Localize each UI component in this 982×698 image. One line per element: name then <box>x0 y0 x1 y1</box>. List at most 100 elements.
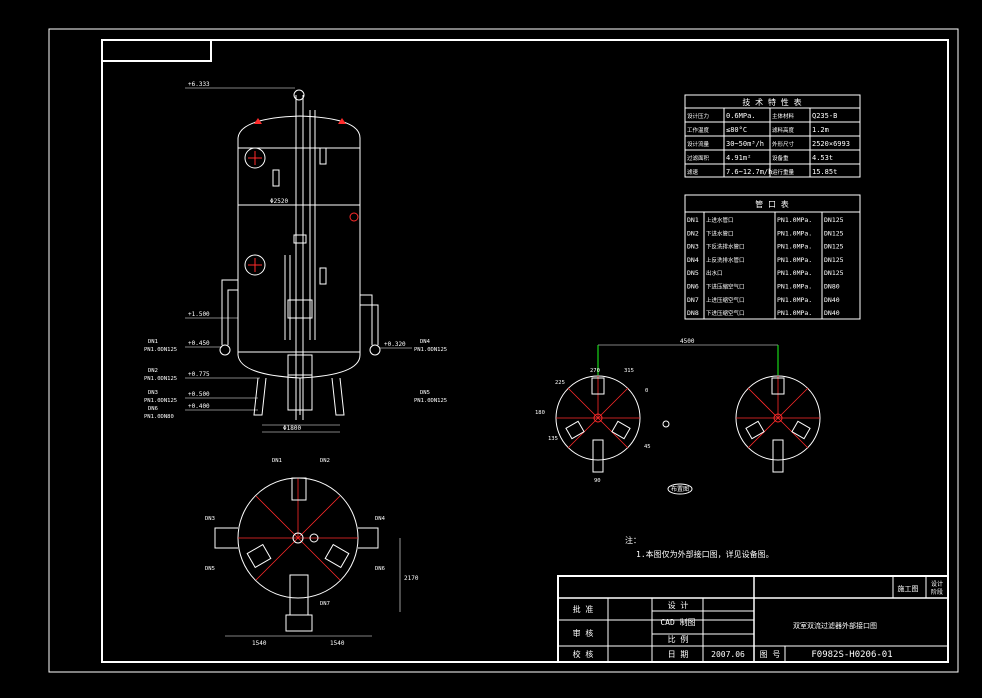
tech-table-label: 设计流量 <box>687 140 710 148</box>
tech-table-label: 外形尺寸 <box>772 140 795 148</box>
design-stage-label: 设计阶段 <box>931 580 943 596</box>
tech-table-value: 4.53t <box>812 154 833 162</box>
nozzle-table-cell: PN1.0MPa. <box>777 269 812 277</box>
plan-dim-right: 1540 <box>330 640 345 647</box>
nozzle-table-cell: DN40 <box>824 296 840 304</box>
review-label: 审 核 <box>573 628 594 638</box>
front-nozzle-label: DN1 <box>148 339 158 345</box>
nozzle-table-cell: 下反洗排水管口 <box>706 243 745 251</box>
elev-left-3: +0.775 <box>188 371 210 378</box>
elev-left-2: +0.450 <box>188 340 210 347</box>
nozzle-table-title: 管 口 表 <box>755 199 789 209</box>
angle-label: 135 <box>548 436 558 442</box>
plan-nozzle-label: DN5 <box>205 566 215 572</box>
base-dimension: Φ1800 <box>283 425 301 432</box>
tech-table-label: 主体材料 <box>772 112 795 120</box>
design-label: 设 计 <box>668 600 689 610</box>
title-block: 施工图 设计阶段 批 准 审 核 校 核 设 计 CAD 制图 比 例 日 期 … <box>557 575 949 663</box>
check-label: 校 核 <box>573 649 594 659</box>
tech-table-value: 4.91m² <box>726 154 751 162</box>
elev-left-1: +1.500 <box>188 311 210 318</box>
drawing-code-box <box>101 39 212 62</box>
stage-value: 施工图 <box>898 584 919 593</box>
elev-left-4: +0.500 <box>188 391 210 398</box>
plan-nozzle-label: DN3 <box>205 516 215 522</box>
tech-table-value: ≤80°C <box>726 126 747 134</box>
elev-left-5: +0.400 <box>188 403 210 410</box>
tech-table-label: 设备重 <box>772 154 789 162</box>
elev-right: +0.320 <box>384 341 406 348</box>
angle-label: 0 <box>645 388 648 394</box>
nozzle-table-cell: DN40 <box>824 309 840 317</box>
plan-nozzle-label: DN6 <box>375 566 385 572</box>
nozzle-table-cell: DN125 <box>824 229 844 237</box>
date-value: 2007.06 <box>711 650 745 659</box>
scale-label: 比 例 <box>668 634 689 644</box>
tech-table-value: 1.2m <box>812 126 829 134</box>
front-nozzle-spec: PN1.0DN125 <box>144 376 177 382</box>
layout-spacing: 4500 <box>680 338 695 345</box>
tech-table-value: 2520×6993 <box>812 140 850 148</box>
plan-view: 1540 1540 2170 DN1 DN2 DN3 DN4 DN5 DN6 D… <box>205 458 419 647</box>
tech-table-value: 30~50m³/h <box>726 140 764 148</box>
nozzle-table-cell: DN1 <box>687 216 699 224</box>
front-nozzle-spec: PN1.0DN125 <box>414 398 447 404</box>
nozzle-table-cell: PN1.0MPa. <box>777 229 812 237</box>
diameter-label: Φ2520 <box>270 198 288 205</box>
tech-table-value: 15.85t <box>812 168 837 176</box>
nozzle-table-cell: PN1.0MPa. <box>777 243 812 251</box>
nozzle-table-cell: 下进水管口 <box>706 229 734 237</box>
nozzle-table-cell: 上反洗排水管口 <box>706 256 745 264</box>
front-nozzle-spec: PN1.0DN125 <box>144 398 177 404</box>
tech-table-label: 工作温度 <box>687 126 710 134</box>
front-nozzle-spec: PN1.0DN125 <box>144 347 177 353</box>
front-nozzle-spec: PN1.0DN125 <box>414 347 447 353</box>
angle-label: 270 <box>590 368 600 374</box>
front-nozzle-label: DN5 <box>420 390 430 396</box>
top-elevation: +6.333 <box>188 81 210 88</box>
date-label: 日 期 <box>668 650 689 659</box>
layout-view: 4500 <box>535 338 821 495</box>
plan-nozzle-label: DN2 <box>320 458 330 464</box>
tech-table-title: 技 术 特 性 表 <box>742 97 801 107</box>
front-nozzle-label: DN3 <box>148 390 158 396</box>
cad-label: CAD 制图 <box>660 617 695 627</box>
front-nozzle-label: DN6 <box>148 406 158 412</box>
nozzle-table-cell: DN7 <box>687 296 699 304</box>
approve-label: 批 准 <box>573 604 594 614</box>
nozzle-table-cell: DN8 <box>687 309 699 317</box>
angle-label: 225 <box>555 380 565 386</box>
plan-dim-vertical: 2170 <box>404 575 419 582</box>
plan-nozzle-label: DN7 <box>320 601 330 607</box>
nozzle-table-cell: 上进水管口 <box>706 216 734 224</box>
nozzle-table-cell: PN1.0MPa. <box>777 309 812 317</box>
nozzle-table-cell: DN125 <box>824 216 844 224</box>
notes-line-1: 1.本图仅为外部接口图，详见设备图。 <box>636 549 774 559</box>
nozzle-table-cell: PN1.0MPa. <box>777 256 812 264</box>
vessel-layout-right <box>735 375 821 473</box>
nozzle-table-cell: 下进压缩空气口 <box>706 309 745 317</box>
nozzle-table-cell: PN1.0MPa. <box>777 283 812 291</box>
tech-table-label: 滤料高度 <box>772 126 795 134</box>
tech-table-value: 7.6~12.7m/h <box>726 168 772 176</box>
angle-label: 315 <box>624 368 634 374</box>
angle-label: 90 <box>594 478 601 484</box>
front-nozzle-label: DN4 <box>420 339 431 345</box>
nozzle-table-cell: 出水口 <box>706 269 723 277</box>
plan-nozzle-label: DN1 <box>272 458 282 464</box>
nozzle-table-cell: 上进压缩空气口 <box>706 296 745 304</box>
nozzle-table-cell: PN1.0MPa. <box>777 216 812 224</box>
nozzle-table-cell: DN80 <box>824 283 840 291</box>
nozzle-table-cell: DN125 <box>824 243 844 251</box>
angle-label: 180 <box>535 410 545 416</box>
nozzle-table-cell: DN125 <box>824 269 844 277</box>
drawing-no-value: F0982S-H0206-01 <box>811 650 892 660</box>
nozzle-table-cell: DN125 <box>824 256 844 264</box>
notes: 注： 1.本图仅为外部接口图，详见设备图。 <box>625 535 774 559</box>
nozzle-table-cell: DN6 <box>687 283 699 291</box>
outer-frame <box>48 28 959 673</box>
drawing-title: 双室双流过滤器外部接口图 <box>793 621 877 630</box>
tech-table-label: 滤速 <box>687 168 699 176</box>
